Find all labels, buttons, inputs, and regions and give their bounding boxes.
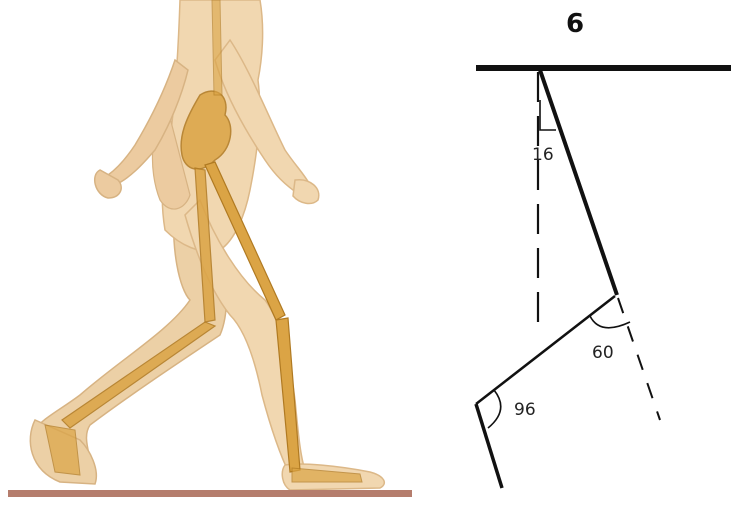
hip-angle-label: 16 — [532, 145, 554, 165]
thigh-extension-dashed — [618, 298, 660, 420]
angle-diagram: 6 16 60 96 — [476, 9, 731, 488]
tibia-back — [62, 322, 215, 428]
knee-angle-arc — [590, 316, 630, 328]
phase-number: 6 — [566, 9, 584, 39]
ankle-angle-label: 96 — [514, 400, 536, 420]
thigh-segment — [540, 70, 617, 295]
spine-bone — [212, 0, 222, 95]
knee-angle-label: 60 — [592, 343, 614, 363]
ankle-angle-arc — [488, 390, 501, 428]
floor-line — [8, 490, 412, 497]
human-figure-illustration — [8, 0, 412, 497]
hand-right — [293, 180, 319, 204]
